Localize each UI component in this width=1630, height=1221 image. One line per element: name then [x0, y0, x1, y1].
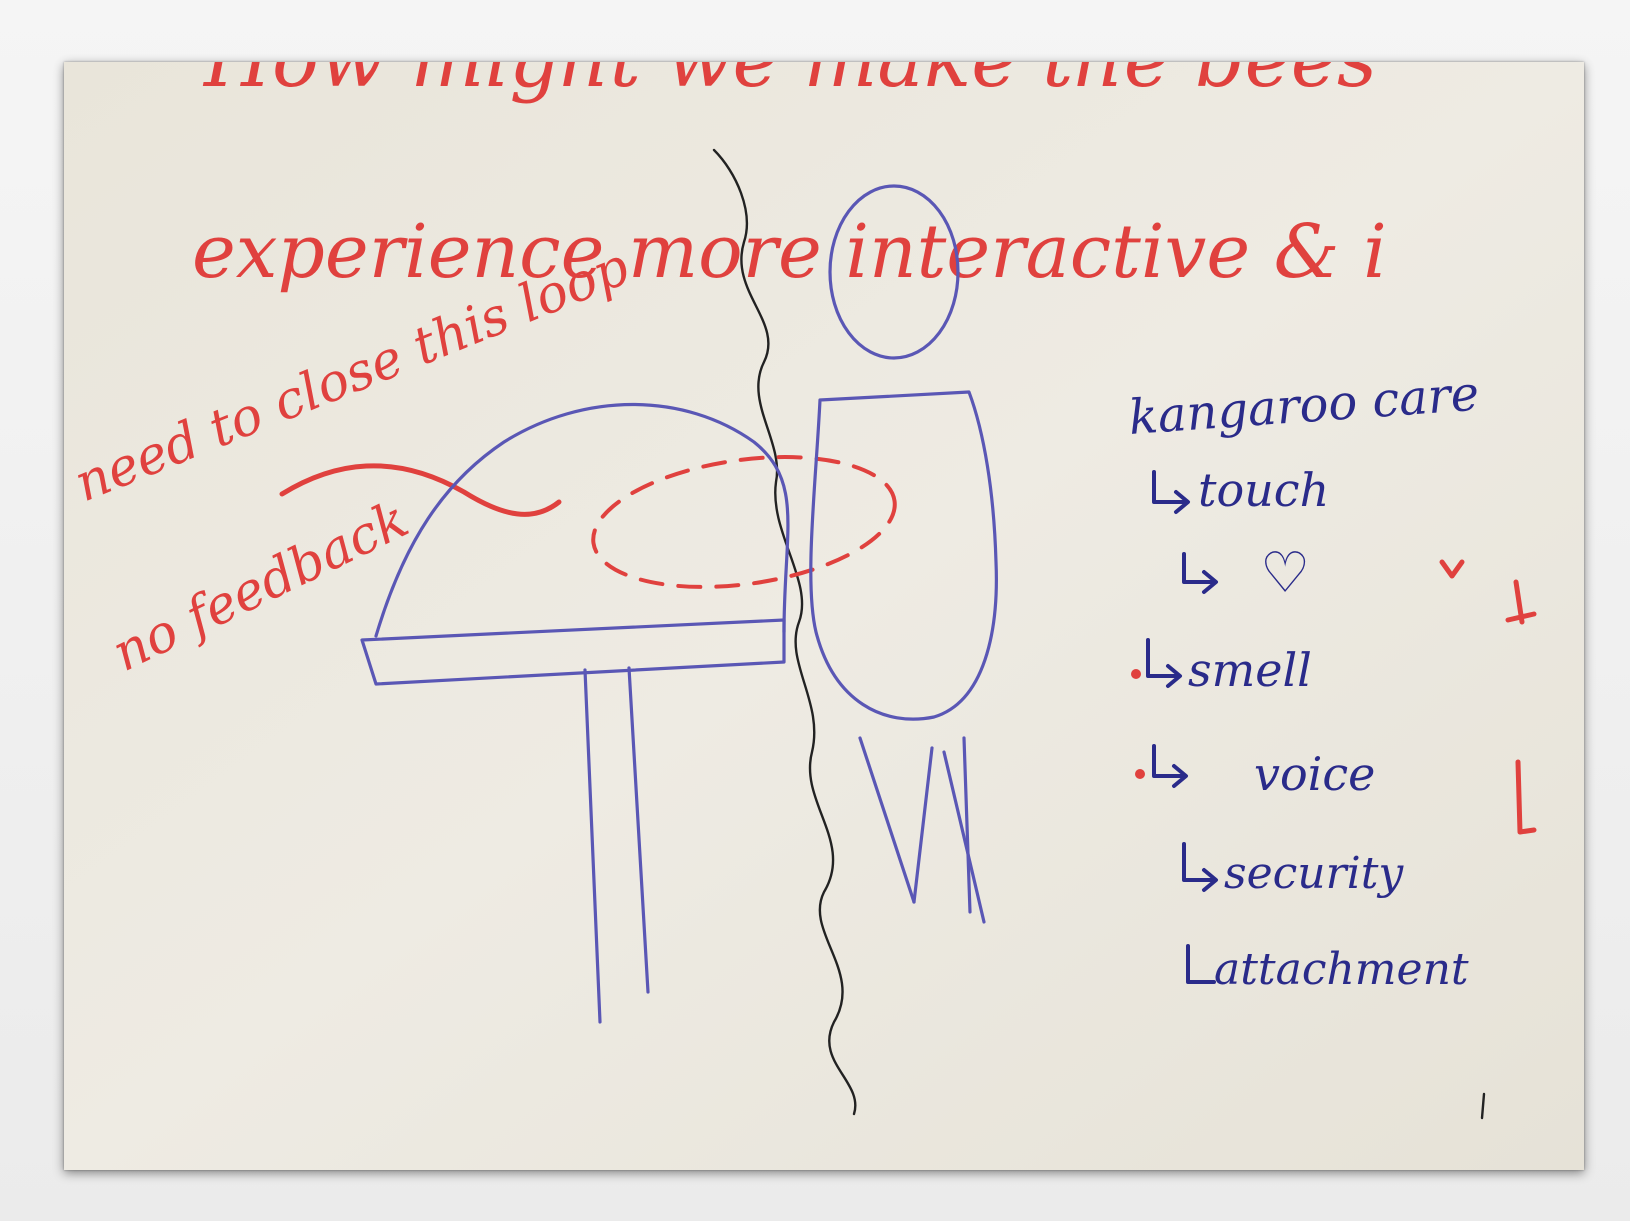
bullet-dot-red — [1135, 769, 1145, 779]
heading-line-2: experience more interactive & i — [192, 209, 1387, 295]
list-item-attachment: attachment — [1214, 944, 1469, 995]
whiteboard-drawing: How might we make the bees experience mo… — [64, 62, 1584, 1170]
list-item-smell: smell — [1188, 643, 1312, 697]
heading-line-1: How might we make the bees — [202, 62, 1377, 105]
whiteboard-photo: How might we make the bees experience mo… — [64, 62, 1584, 1170]
list-item-heart: ♡ — [1260, 541, 1310, 606]
list-item-voice: voice — [1254, 747, 1375, 801]
bullet-dot-red — [1131, 669, 1141, 679]
list-item-touch: touch — [1198, 463, 1329, 517]
list-item-security: security — [1224, 848, 1404, 899]
